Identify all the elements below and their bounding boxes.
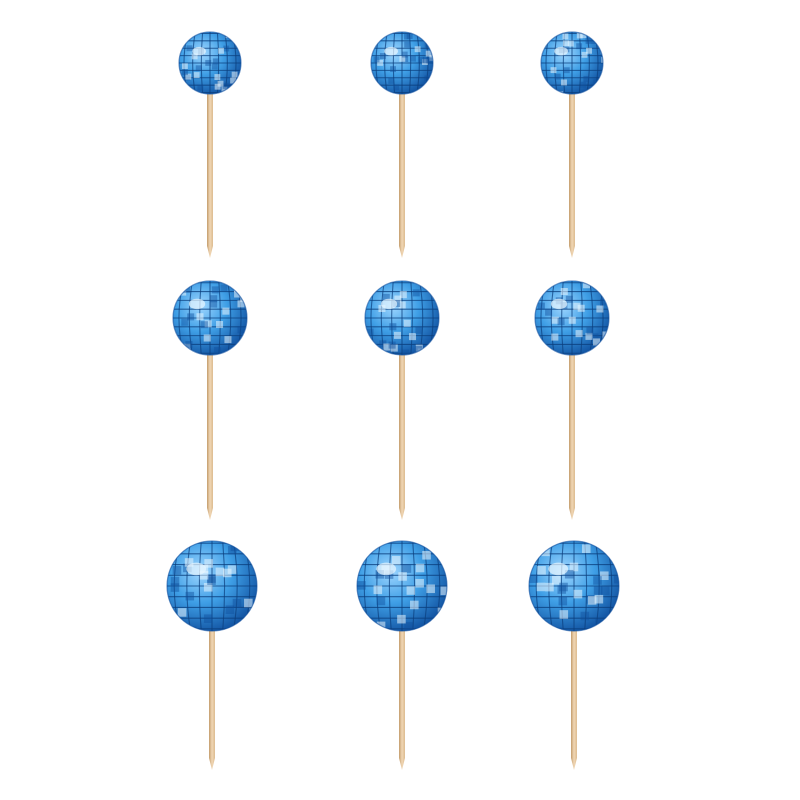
highlight-glint — [376, 562, 397, 576]
toothpick-stick — [399, 90, 405, 258]
mirror-tiles — [371, 32, 433, 94]
toothpick-stick — [399, 350, 405, 520]
mirror-tiles — [529, 541, 619, 631]
disco-ball-pick-r2-c2 — [364, 280, 440, 520]
highlight-glint — [384, 46, 398, 56]
picks-grid — [166, 31, 620, 770]
disco-ball-pick-r1-c2 — [370, 31, 434, 258]
highlight-glint — [550, 298, 568, 310]
toothpick-stick — [399, 625, 405, 770]
highlight-glint — [380, 298, 398, 310]
toothpick-stick — [207, 350, 213, 520]
disco-ball-pick-r2-c1 — [172, 280, 248, 520]
toothpick-stick — [571, 625, 577, 770]
toothpick-stick — [569, 350, 575, 520]
mirror-tiles — [173, 281, 247, 355]
disco-ball-pick-r3-c1 — [166, 540, 258, 770]
highlight-glint — [554, 46, 568, 56]
highlight-glint — [186, 562, 207, 576]
toothpick-stick — [209, 625, 215, 770]
highlight-glint — [192, 46, 206, 56]
toothpick-stick — [569, 90, 575, 258]
toothpick-stick — [207, 90, 213, 258]
highlight-glint — [548, 562, 569, 576]
highlight-glint — [188, 298, 206, 310]
disco-ball-pick-r3-c3 — [528, 540, 620, 770]
